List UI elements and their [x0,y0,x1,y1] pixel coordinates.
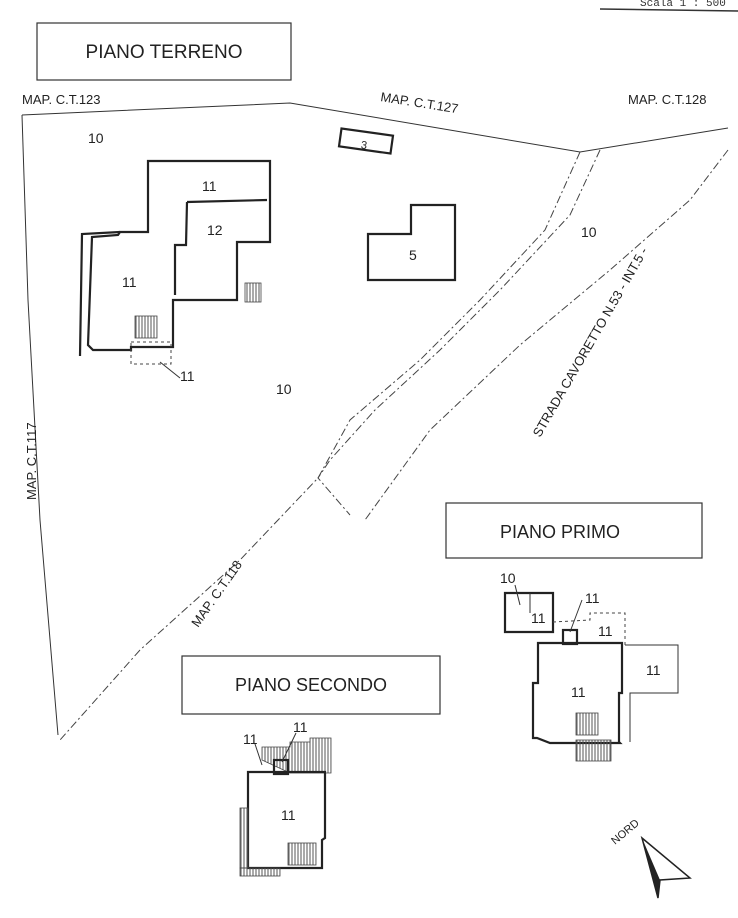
scale-label: Scala 1 : 500 [640,0,726,10]
first-label-10: 10 [500,570,516,586]
north-boundary [21,102,729,153]
svg-text:PIANO TERRENO: PIANO TERRENO [86,42,243,63]
ground-label-10-b: 10 [276,381,292,397]
road-edge-east [364,149,729,521]
building-3 [337,127,395,155]
second-label-11-a: 11 [243,731,258,747]
title-piano-primo: PIANO PRIMO [445,502,703,559]
parcel-ct127: MAP. C.T.127 [380,89,460,116]
title-piano-secondo: PIANO SECONDO [181,655,441,715]
first-label-11-d: 11 [646,662,661,678]
first-label-11-a: 11 [531,610,546,626]
header-rule [599,8,738,12]
ground-label-10-a: 10 [88,130,104,146]
ground-label-12: 12 [207,222,223,238]
north-label: NORD [609,817,642,847]
title-piano-terreno: PIANO TERRENO [36,22,292,81]
road-edge-west [59,151,581,741]
ground-label-10-c: 10 [581,224,597,240]
second-floor-building [239,732,332,877]
parcel-ct128: MAP. C.T.128 [628,92,707,107]
ground-label-11-b: 11 [122,274,137,290]
ground-label-5: 5 [409,247,417,263]
ground-label-11-a: 11 [202,178,217,194]
building-5 [366,203,457,282]
first-label-11-b: 11 [585,590,600,606]
second-label-11-b: 11 [293,719,308,735]
first-floor-building [503,584,679,762]
parcel-ct117: MAP. C.T.117 [24,422,39,500]
first-label-11-e: 11 [571,684,586,700]
first-label-11-c: 11 [598,623,613,639]
ground-label-3: 3 [360,139,368,152]
svg-text:PIANO PRIMO: PIANO PRIMO [500,522,620,542]
parcel-ct123: MAP. C.T.123 [22,92,101,107]
road-centerline [317,149,601,516]
north-arrow-icon [640,835,692,899]
street-label: STRADA CAVORETTO N.53 - INT.5 - [530,245,651,440]
parcel-ct118: MAP. C.T.118 [188,558,245,630]
svg-text:PIANO SECONDO: PIANO SECONDO [235,675,387,695]
west-boundary [21,114,59,736]
ground-label-11-c: 11 [180,368,195,384]
second-label-11-c: 11 [281,807,296,823]
ground-floor-building [78,127,457,379]
